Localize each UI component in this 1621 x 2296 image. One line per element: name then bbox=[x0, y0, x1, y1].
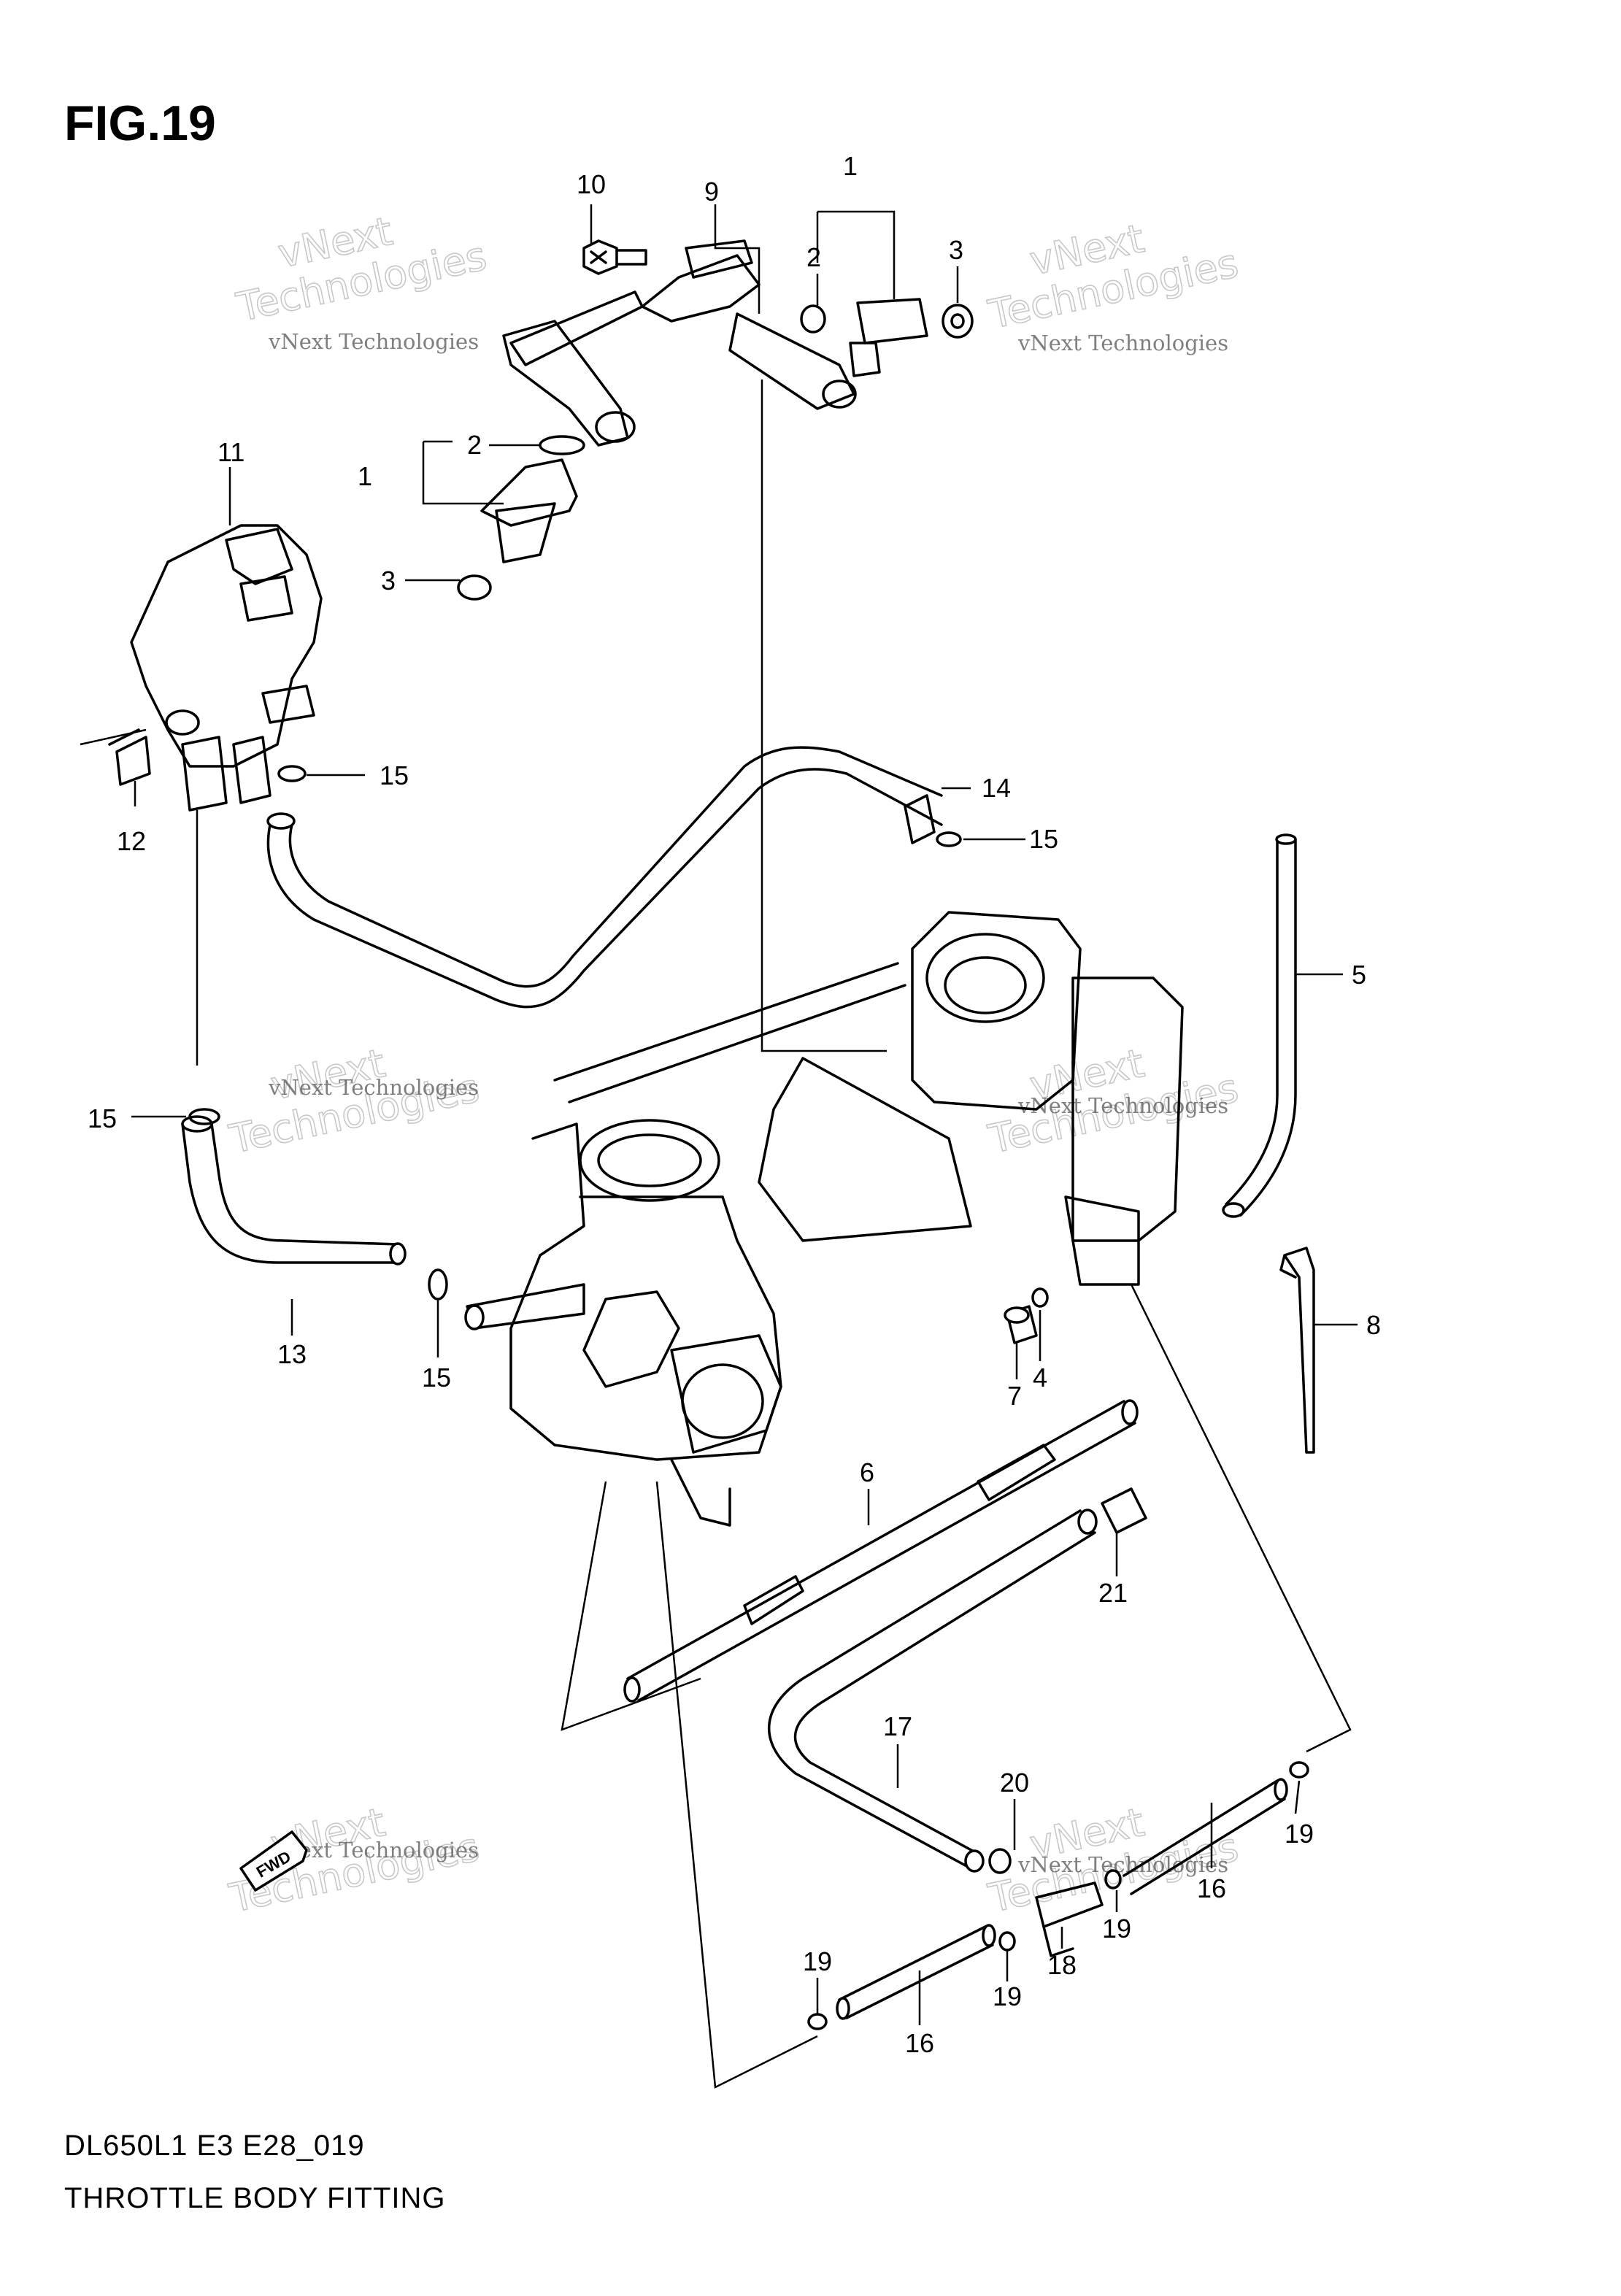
idle-speed-valve bbox=[130, 524, 323, 812]
hose-13 bbox=[181, 1115, 407, 1266]
reference-lines bbox=[80, 380, 887, 1066]
callout-1: 1 bbox=[358, 461, 372, 491]
callout-12: 12 bbox=[117, 826, 146, 856]
watermark-text: vNext Technologies bbox=[1017, 1093, 1228, 1118]
hose-5 bbox=[1222, 833, 1297, 1218]
callout-16: 16 bbox=[905, 2028, 934, 2058]
fuel-delivery-pipe bbox=[502, 239, 857, 447]
callout-15: 15 bbox=[1029, 824, 1058, 854]
hose-16-right bbox=[1123, 1778, 1288, 1895]
callout-10: 10 bbox=[577, 169, 606, 199]
clamp-21 bbox=[1101, 1487, 1147, 1534]
callout-20: 20 bbox=[1000, 1768, 1029, 1798]
clamp-15 bbox=[188, 765, 962, 1301]
callout-4: 4 bbox=[1033, 1363, 1047, 1392]
callout-2: 2 bbox=[467, 430, 482, 460]
callout-leaders bbox=[131, 204, 1358, 2025]
callout-19: 19 bbox=[803, 1946, 832, 1976]
callout-3: 3 bbox=[949, 235, 963, 265]
callout-7: 7 bbox=[1007, 1381, 1022, 1411]
callout-17: 17 bbox=[883, 1711, 912, 1741]
hose-6 bbox=[623, 1399, 1139, 1703]
watermark-text: vNext Technologies bbox=[1017, 331, 1228, 355]
hose-14 bbox=[266, 746, 943, 1009]
hose-16-lower bbox=[836, 1924, 996, 2020]
lead-lines bbox=[561, 1284, 1352, 2089]
injector-lower bbox=[457, 435, 585, 601]
callout-labels: 10 9 1 2 3 2 1 3 11 12 15 14 15 5 15 13 … bbox=[88, 151, 1381, 2058]
callout-8: 8 bbox=[1366, 1310, 1381, 1340]
watermark-group: Technologies vNext vNext Technologies Te… bbox=[225, 207, 1243, 1922]
cap-7 bbox=[1004, 1305, 1038, 1344]
hose-17 bbox=[768, 1509, 1098, 1873]
clip-4 bbox=[1031, 1287, 1049, 1308]
cable-tie-8 bbox=[1279, 1247, 1315, 1454]
bolt-12 bbox=[108, 728, 151, 786]
figure-title: FIG.19 bbox=[64, 96, 216, 151]
callout-15: 15 bbox=[380, 760, 409, 790]
callout-11: 11 bbox=[217, 437, 245, 467]
bolt-10 bbox=[582, 239, 647, 275]
callout-19: 19 bbox=[1285, 1819, 1314, 1849]
callout-18: 18 bbox=[1047, 1950, 1077, 1980]
figure-caption: THROTTLE BODY FITTING bbox=[64, 2182, 446, 2214]
injector-upper bbox=[800, 298, 974, 377]
callout-2: 2 bbox=[806, 242, 821, 272]
joint-18 bbox=[1035, 1881, 1104, 1957]
callout-16: 16 bbox=[1197, 1873, 1226, 1903]
throttle-body bbox=[464, 911, 1184, 1527]
watermark-text: vNext Technologies bbox=[268, 1075, 479, 1100]
callout-1: 1 bbox=[843, 151, 858, 181]
callout-14: 14 bbox=[982, 773, 1011, 803]
callout-15: 15 bbox=[88, 1103, 117, 1133]
fwd-arrow-icon: FWD bbox=[239, 1830, 308, 1892]
watermark-text: vNext Technologies bbox=[268, 329, 479, 354]
clamp-20 bbox=[988, 1848, 1012, 1874]
callout-13: 13 bbox=[277, 1339, 307, 1369]
callout-19: 19 bbox=[1102, 1914, 1131, 1943]
callout-3: 3 bbox=[381, 566, 396, 596]
callout-15: 15 bbox=[422, 1363, 451, 1392]
callout-21: 21 bbox=[1098, 1578, 1128, 1608]
callout-19: 19 bbox=[993, 1981, 1022, 2011]
callout-6: 6 bbox=[860, 1457, 874, 1487]
callout-9: 9 bbox=[704, 177, 719, 207]
model-code: DL650L1 E3 E28_019 bbox=[64, 2130, 365, 2162]
callout-5: 5 bbox=[1352, 960, 1366, 990]
